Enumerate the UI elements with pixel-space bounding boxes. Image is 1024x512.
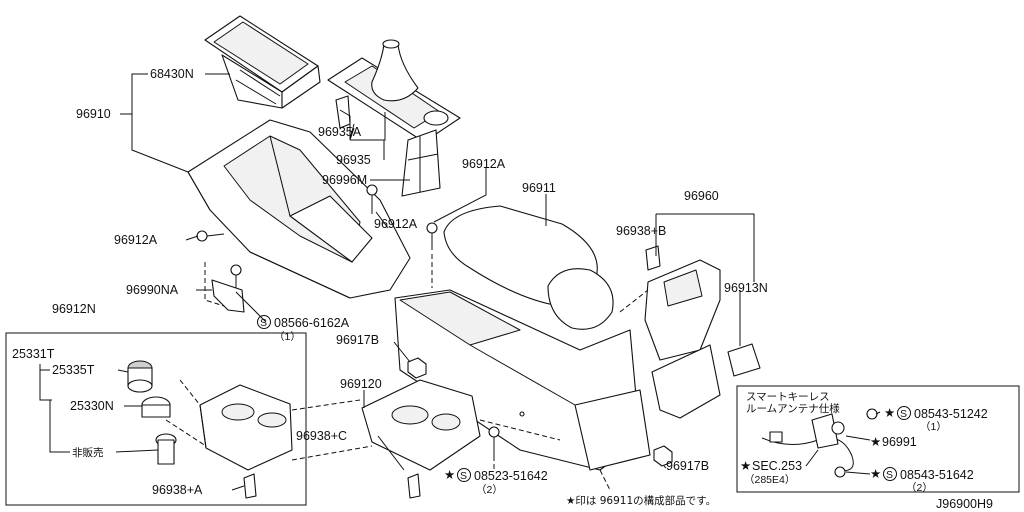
power-socket-25335t-part	[127, 360, 153, 393]
label-96912a-mid: 96912A	[374, 217, 418, 231]
label-nonsale: 非販売	[72, 446, 104, 459]
label-25335t: 25335T	[52, 363, 95, 377]
star-mark-08543b: ★	[870, 467, 881, 481]
star-mark-08543a: ★	[884, 406, 895, 420]
label-08566: S 08566-6162A （1）	[257, 315, 350, 343]
label-25331t: 25331T	[12, 347, 55, 361]
label-08543a: ★ S 08543-51242 （1）	[884, 406, 988, 433]
clip-96938a-part	[243, 473, 257, 499]
label-96938b: 96938+B	[616, 224, 666, 238]
label-sec253: ★ SEC.253 （285E4）	[740, 459, 802, 486]
label-96938c: 96938+C	[296, 429, 347, 443]
finisher-panel-96913n-part	[644, 259, 721, 419]
cup-holder-96912n-part	[199, 384, 293, 471]
label-96910: 96910	[76, 107, 111, 121]
bracket-96990na-part	[211, 279, 245, 313]
clip-96938b-part	[645, 245, 661, 271]
circle-s-mark-08543b: S	[886, 469, 893, 481]
shift-boot-part	[327, 39, 461, 143]
label-08566-number: 08566-6162A	[274, 316, 350, 330]
label-96996m: 96996M	[322, 173, 367, 187]
socket-nonsale-part	[155, 433, 177, 465]
screw-96912a-top	[366, 184, 378, 214]
bracket-96996m-part	[401, 129, 441, 197]
label-96912n: 96912N	[52, 302, 96, 316]
label-96917b-top: 96917B	[336, 333, 379, 347]
nut-96917b-bottom	[653, 445, 673, 467]
label-08523: ★ S 08523-51642 （2）	[444, 468, 548, 496]
console-body-part	[394, 205, 651, 471]
label-25330n: 25330N	[70, 399, 114, 413]
circle-s-mark-08543a: S	[900, 408, 907, 420]
diagram-code: J96900H9	[936, 497, 993, 511]
circle-s-mark-08566: S	[260, 317, 267, 329]
screw-08523	[488, 426, 500, 456]
label-08523-number: 08523-51642	[474, 469, 548, 483]
console-finisher-part	[187, 119, 411, 299]
label-08543a-number: 08543-51242	[914, 407, 988, 421]
label-08543b-number: 08543-51642	[900, 468, 974, 482]
screw-96912a-left	[196, 230, 225, 242]
cupholder-finisher-part	[361, 379, 481, 471]
cup-holder-group-box	[5, 332, 307, 506]
screw-96990na	[230, 264, 242, 288]
label-sec253-sub: （285E4）	[744, 474, 795, 486]
label-08543b: ★ S 08543-51642 （2）	[870, 467, 974, 494]
label-smartkey-line2: ルームアンテナ仕様	[746, 402, 840, 415]
label-sec253-number: SEC.253	[752, 459, 802, 473]
label-96960: 96960	[684, 189, 719, 203]
dashed-alignment-lines	[165, 254, 649, 491]
label-96938a: 96938+A	[152, 483, 203, 497]
label-96990na: 96990NA	[126, 283, 179, 297]
pin-small	[519, 411, 525, 417]
power-socket-25330n-part	[141, 396, 171, 418]
label-96912a-top: 96912A	[462, 157, 506, 171]
label-08566-qty: （1）	[274, 331, 301, 343]
antenna-harness-part	[761, 408, 878, 478]
circle-s-mark-08523: S	[460, 470, 467, 482]
label-smartkey-line1: スマートキーレス	[746, 391, 830, 403]
label-969120: 969120	[340, 377, 382, 391]
nut-96917b-top	[407, 357, 427, 379]
footer-note: ★印は 96911の構成部品です。	[566, 494, 716, 507]
label-08543b-qty: （2）	[906, 482, 933, 494]
label-96935: 96935	[336, 153, 371, 167]
label-08543a-qty: （1）	[920, 421, 947, 433]
star-mark-96991: ★	[870, 435, 881, 449]
label-08523-qty: （2）	[476, 484, 503, 496]
label-96991: ★ 96991	[870, 435, 917, 449]
star-mark-sec253: ★	[740, 459, 751, 473]
tray-pocket-part	[204, 15, 321, 109]
label-96911: 96911	[522, 181, 556, 195]
star-mark-08523: ★	[444, 468, 455, 482]
label-96935a: 96935A	[318, 125, 362, 139]
label-68430n: 68430N	[150, 67, 194, 81]
label-96912a-left: 96912A	[114, 233, 158, 247]
cover-plate-part	[727, 343, 761, 377]
screw-96912a-mid	[426, 222, 438, 250]
label-96913n: 96913N	[724, 281, 768, 295]
leader-lines	[39, 73, 881, 491]
label-96991-number: 96991	[882, 435, 917, 449]
clip-96938c-part	[407, 473, 421, 499]
smart-key-group-box	[736, 385, 1020, 493]
label-96917b-bottom: 96917B	[666, 459, 709, 473]
